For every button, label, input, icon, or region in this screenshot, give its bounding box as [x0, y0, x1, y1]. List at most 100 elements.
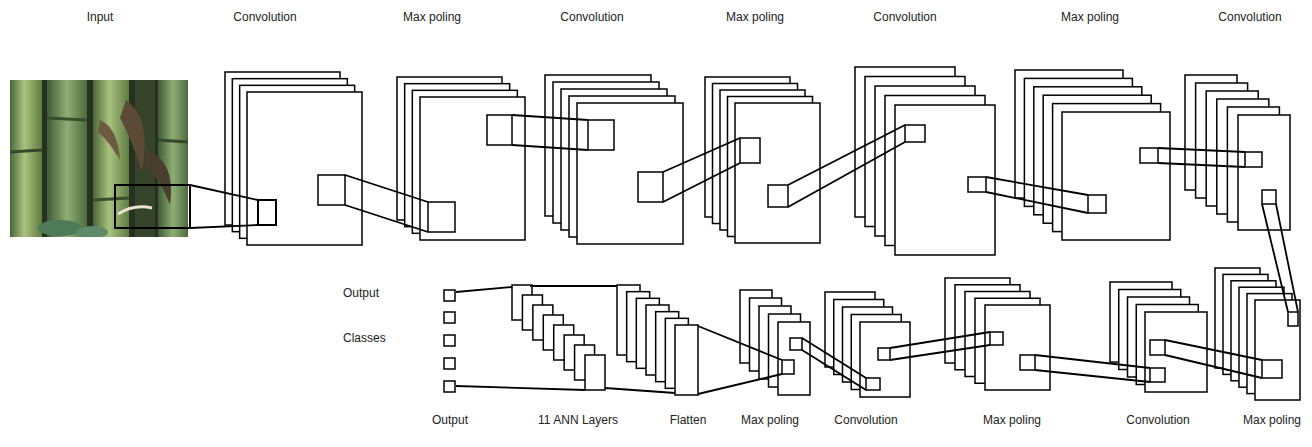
- feature-map: [1255, 300, 1300, 400]
- feature-map: [750, 298, 782, 371]
- receptive-field: [1088, 195, 1106, 213]
- feature-map: [512, 285, 532, 320]
- feature-map: [895, 105, 995, 255]
- feature-map: [232, 79, 347, 232]
- layer-block: Convolution: [1110, 282, 1207, 427]
- layer-block: Input: [10, 10, 188, 237]
- feature-map: [665, 318, 688, 388]
- layer-label: Output: [432, 413, 468, 427]
- photo-ground: [10, 80, 188, 237]
- feature-map: [1043, 95, 1151, 223]
- receptive-field: [968, 177, 986, 192]
- feature-map: [975, 298, 1040, 383]
- twig: [118, 207, 152, 214]
- layer-label: Max poling: [403, 10, 461, 24]
- connector-lines: [530, 286, 675, 393]
- layer-block: Max poling: [739, 290, 810, 427]
- connector-lines: [802, 338, 866, 390]
- output-unit: [444, 312, 455, 323]
- layer-stack: [1110, 282, 1207, 392]
- layer-label: Convolution: [1126, 413, 1189, 427]
- feature-map: [1015, 70, 1123, 198]
- feature-map: [1227, 107, 1279, 222]
- connector-lines: [190, 185, 258, 228]
- feature-map: [636, 298, 659, 368]
- layer-label: Convolution: [233, 10, 296, 24]
- feature-map: [875, 86, 975, 236]
- feature-map: [656, 312, 679, 382]
- output-unit: [444, 381, 455, 392]
- layer-stack: [855, 67, 995, 255]
- layer-label: Max poling: [1061, 10, 1119, 24]
- green-leaf: [38, 220, 82, 236]
- label-holder: Output: [343, 286, 379, 300]
- feature-map: [713, 84, 798, 224]
- feature-map: [1128, 297, 1190, 377]
- connector-lines: [698, 326, 782, 394]
- feature-map: [545, 75, 651, 216]
- receptive-field: [638, 172, 663, 202]
- receptive-field: [866, 378, 880, 390]
- connector-lines: [512, 115, 588, 150]
- green-leaf: [76, 226, 108, 237]
- connector-lines: [1165, 340, 1262, 378]
- receptive-field: [878, 348, 890, 360]
- layer-label: Max poling: [741, 413, 799, 427]
- feature-map: [533, 305, 553, 340]
- dry-leaf: [98, 120, 120, 160]
- receptive-field: [1150, 340, 1165, 355]
- feature-map: [1185, 75, 1237, 190]
- side-label: Classes: [343, 331, 386, 345]
- feature-map: [1119, 290, 1181, 370]
- feature-map: [1136, 305, 1198, 385]
- receptive-field: [790, 338, 802, 350]
- output-unit: [444, 335, 455, 346]
- connector-lines: [788, 125, 905, 207]
- receptive-field: [1245, 152, 1262, 167]
- layer-label: Convolution: [1218, 10, 1281, 24]
- layer-stack: [1185, 75, 1290, 230]
- receptive-field: [1262, 190, 1276, 204]
- feature-map: [728, 97, 813, 237]
- receptive-squares: [115, 115, 1298, 390]
- layer-block: Flatten: [617, 285, 708, 427]
- feature-map: [735, 103, 820, 243]
- feature-map: [1062, 112, 1170, 240]
- feature-map: [247, 92, 362, 245]
- feature-map: [1110, 282, 1172, 362]
- layer-stacks: [225, 67, 1300, 400]
- feature-map: [1238, 115, 1290, 230]
- connector-lines: [663, 138, 740, 202]
- feature-map: [522, 295, 542, 330]
- feature-map: [575, 345, 595, 380]
- layer-stack: [1215, 268, 1300, 400]
- layer-stack: [225, 72, 362, 245]
- feature-map: [965, 292, 1030, 377]
- receptive-field: [905, 125, 925, 142]
- layer-block: Convolution: [855, 10, 995, 255]
- connector-lines: [345, 175, 428, 232]
- receptive-field: [990, 332, 1003, 345]
- feature-map: [1196, 83, 1248, 198]
- bamboo-photo: [10, 80, 188, 237]
- feature-map: [778, 322, 810, 395]
- label-holder: Classes: [343, 331, 386, 345]
- connector-lines: [1262, 204, 1298, 312]
- feature-map: [240, 85, 355, 238]
- feature-map: [1231, 281, 1276, 381]
- bamboo-ring: [93, 198, 129, 200]
- bamboo-ring: [47, 118, 87, 120]
- dry-leaf: [144, 150, 171, 205]
- layer-stack: [740, 290, 810, 395]
- feature-map: [1215, 268, 1260, 368]
- feature-map: [420, 97, 525, 240]
- feature-map: [412, 90, 517, 233]
- layer-label: Max poling: [983, 413, 1041, 427]
- layer-block: Convolution: [225, 10, 362, 245]
- feature-map: [646, 305, 669, 375]
- dry-leaf: [120, 100, 145, 172]
- feature-map: [577, 103, 683, 244]
- connector-lines: [986, 177, 1088, 213]
- output-unit: [444, 358, 455, 369]
- receptive-field: [1020, 355, 1035, 370]
